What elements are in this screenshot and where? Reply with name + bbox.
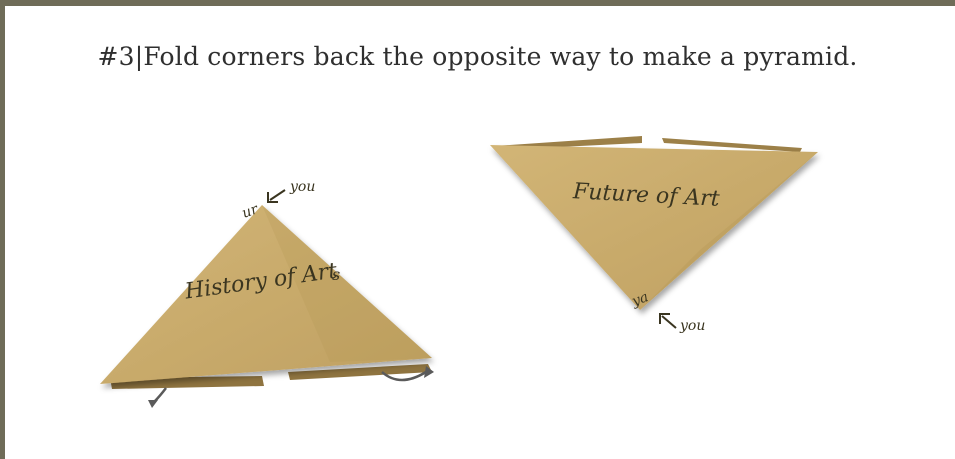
right-fold: Future of Art ya you — [490, 136, 818, 334]
right-fold-you-label: you — [679, 318, 705, 334]
curved-arrow-icon — [148, 388, 166, 408]
left-fold-you-label: you — [289, 179, 315, 195]
right-fold-paper — [490, 145, 818, 310]
left-fold: History of Art ur s you — [100, 179, 434, 408]
left-fold-partial-side: s — [332, 265, 340, 284]
arrow-you-icon — [268, 190, 285, 202]
arrow-you-icon — [660, 314, 676, 328]
